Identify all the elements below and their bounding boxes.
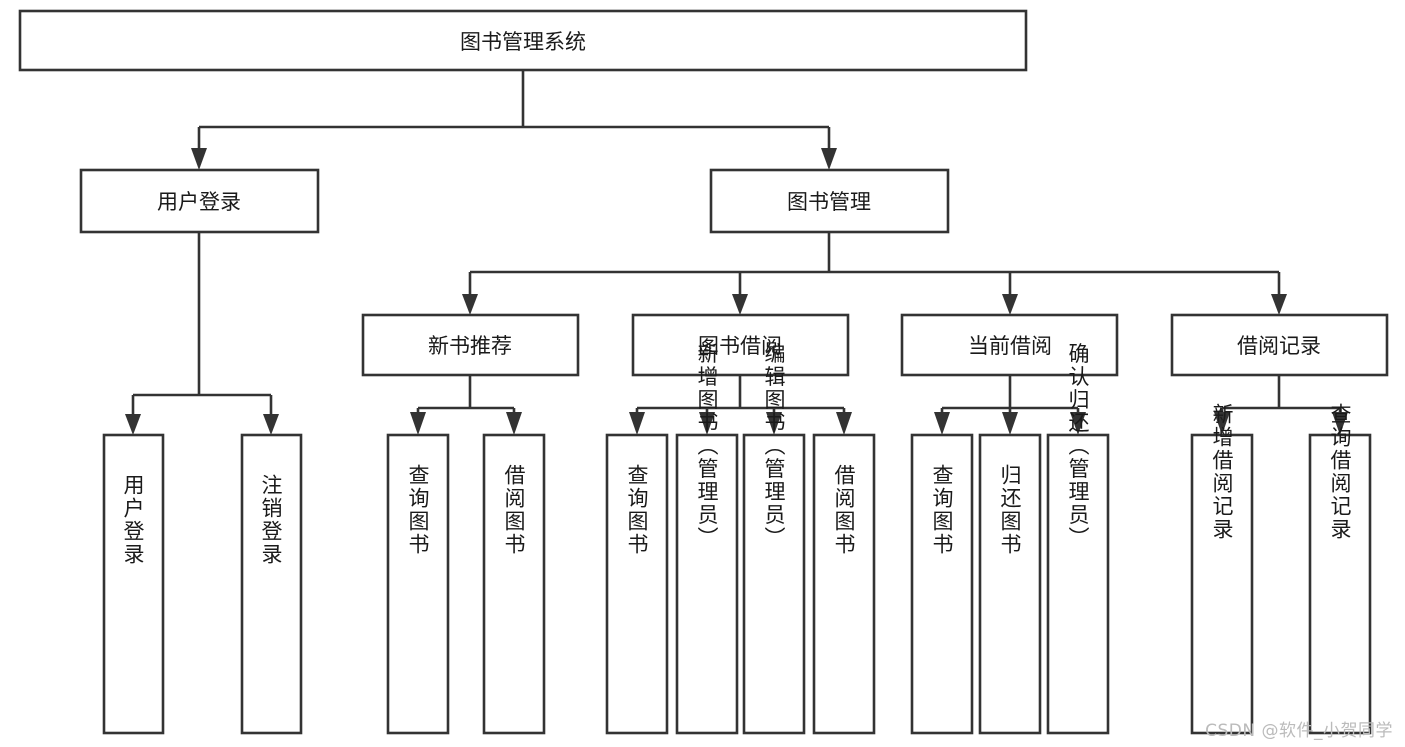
leaf-return-book-label: 归还图书 bbox=[998, 464, 1022, 556]
leaf-edit-book[interactable]: 编辑图书（管理员） bbox=[742, 343, 806, 735]
node-new-book-recommend[interactable]: 新书推荐 bbox=[361, 313, 580, 377]
connectors-borrow-record-to-leaves bbox=[1214, 375, 1348, 435]
node-current-borrow[interactable]: 当前借阅 bbox=[900, 313, 1119, 377]
leaf-add-record-label: 新增借阅记录 bbox=[1210, 403, 1234, 541]
node-borrow-record[interactable]: 借阅记录 bbox=[1170, 313, 1389, 377]
leaf-query-book-2[interactable]: 查询图书 bbox=[605, 433, 669, 735]
leaf-user-login-label: 用户登录 bbox=[121, 474, 145, 566]
leaf-add-record[interactable]: 新增借阅记录 bbox=[1190, 403, 1254, 735]
leaf-edit-book-label: 编辑图书（管理员） bbox=[762, 343, 786, 550]
leaf-query-record[interactable]: 查询借阅记录 bbox=[1308, 403, 1372, 735]
node-book-borrow[interactable]: 图书借阅 bbox=[631, 313, 850, 377]
leaf-return-book[interactable]: 归还图书 bbox=[978, 433, 1042, 735]
node-book-manage-label: 图书管理 bbox=[787, 190, 871, 214]
connectors-new-book-to-leaves bbox=[410, 375, 522, 435]
connectors-book-manage-to-level3 bbox=[462, 232, 1287, 315]
leaf-confirm-return-label: 确认归还（管理员） bbox=[1066, 343, 1090, 550]
leaf-user-logout[interactable]: 注销登录 bbox=[240, 433, 303, 735]
node-user-login-label: 用户登录 bbox=[157, 190, 241, 214]
connectors-current-borrow-to-leaves bbox=[934, 375, 1086, 435]
node-user-login[interactable]: 用户登录 bbox=[79, 168, 320, 234]
node-borrow-record-label: 借阅记录 bbox=[1237, 334, 1321, 358]
leaf-query-book-2-label: 查询图书 bbox=[625, 464, 649, 556]
node-book-manage[interactable]: 图书管理 bbox=[709, 168, 950, 234]
node-current-borrow-label: 当前借阅 bbox=[968, 334, 1052, 358]
leaf-query-book-1-label: 查询图书 bbox=[406, 464, 430, 556]
leaf-add-book-label: 新增图书（管理员） bbox=[695, 343, 719, 550]
node-root-label: 图书管理系统 bbox=[460, 30, 586, 54]
connectors-root-to-level2 bbox=[191, 70, 837, 170]
leaf-confirm-return[interactable]: 确认归还（管理员） bbox=[1046, 343, 1110, 735]
leaf-borrow-book-1-label: 借阅图书 bbox=[502, 464, 526, 556]
node-root[interactable]: 图书管理系统 bbox=[18, 9, 1028, 72]
leaf-query-book-1[interactable]: 查询图书 bbox=[386, 433, 450, 735]
leaf-query-book-3-label: 查询图书 bbox=[930, 464, 954, 556]
node-new-book-recommend-label: 新书推荐 bbox=[428, 334, 512, 358]
leaf-borrow-book-1[interactable]: 借阅图书 bbox=[482, 433, 546, 735]
csdn-watermark: CSDN @软件_小贺同学 bbox=[1205, 721, 1393, 741]
leaf-add-book[interactable]: 新增图书（管理员） bbox=[675, 343, 739, 735]
leaf-user-logout-label: 注销登录 bbox=[259, 474, 283, 566]
leaf-query-book-3[interactable]: 查询图书 bbox=[910, 433, 974, 735]
leaf-borrow-book-2[interactable]: 借阅图书 bbox=[812, 433, 876, 735]
leaf-query-record-label: 查询借阅记录 bbox=[1328, 403, 1352, 541]
leaf-borrow-book-2-label: 借阅图书 bbox=[832, 464, 856, 556]
connectors-user-login-to-leaves bbox=[125, 232, 279, 435]
node-book-borrow-label: 图书借阅 bbox=[698, 334, 782, 358]
connectors-book-borrow-to-leaves bbox=[629, 375, 852, 435]
leaf-user-login[interactable]: 用户登录 bbox=[102, 433, 165, 735]
